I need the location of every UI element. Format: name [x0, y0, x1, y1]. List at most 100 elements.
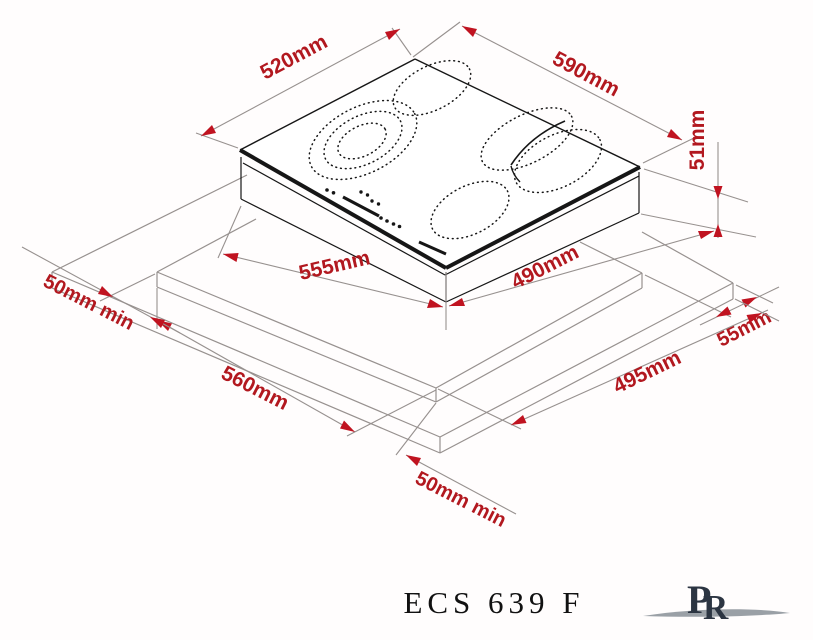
control-dot — [397, 224, 402, 229]
triple-ring-cooking-zone — [308, 99, 418, 181]
cooking-zones — [308, 59, 603, 240]
worktop-rear-left-edge — [51, 174, 248, 273]
control-dot — [385, 219, 389, 223]
cutout-front-right-edge — [435, 272, 643, 389]
dimension-label-top-width: 520mm — [257, 30, 332, 84]
control-dot — [325, 188, 329, 192]
cutout-front-left-edge — [156, 271, 437, 389]
dimension-55: 55mm — [644, 274, 780, 352]
dimension-label-front-clearance: 50mm min — [412, 467, 510, 532]
dimension-label-body-width: 555mm — [297, 246, 373, 285]
oval-zone-rear-circle — [480, 107, 574, 171]
casing-bottom-left-edge — [240, 198, 447, 303]
dual-oval-cooking-zone — [480, 107, 603, 194]
arrowhead — [741, 297, 757, 308]
model-name: ECS 639 F — [403, 585, 584, 620]
worktop-front-left-edge — [51, 271, 441, 438]
extension-line — [642, 136, 697, 164]
arrowhead — [427, 299, 443, 308]
dimension-50-left: 50mm min — [21, 246, 181, 335]
logo-swoosh — [643, 609, 790, 617]
logo-letter-r: R — [703, 588, 729, 627]
extension-line — [734, 298, 780, 322]
triple-zone-inner-ring — [337, 122, 387, 160]
arrowhead — [201, 125, 216, 136]
arrowhead — [98, 286, 113, 297]
casing-seam-left — [242, 162, 446, 276]
arrowhead — [406, 455, 421, 466]
arrowhead — [462, 26, 477, 37]
arrowhead — [340, 420, 355, 432]
arrowhead — [698, 231, 714, 239]
control-slider-bar — [342, 195, 380, 218]
arrowhead — [150, 317, 165, 328]
cutout-bottom-left-edge — [156, 286, 437, 403]
arrowhead — [667, 129, 682, 140]
casing-seam-right — [444, 175, 640, 276]
control-dot — [359, 190, 363, 194]
arrowhead — [385, 29, 400, 40]
triple-zone-outer-ring — [308, 99, 418, 181]
arrowhead — [713, 224, 723, 237]
arrowhead — [716, 306, 732, 317]
control-dot — [331, 191, 336, 195]
arrowhead — [511, 415, 527, 425]
extension-line — [395, 402, 437, 456]
glass-front-left-edge — [239, 148, 447, 270]
casing — [240, 157, 640, 303]
dimension-line — [461, 25, 683, 141]
dimension-label-top-depth: 590mm — [549, 47, 624, 101]
extension-line — [412, 21, 461, 58]
rear-cooking-zone — [392, 59, 472, 117]
glass-rear-left-edge — [239, 58, 416, 151]
front-brand-mark — [418, 240, 447, 256]
worktop — [51, 174, 734, 454]
worktop-bottom-right-edge — [439, 298, 734, 454]
worktop-front-right-edge — [439, 282, 734, 438]
control-dot — [376, 202, 381, 206]
extension-line — [437, 388, 522, 430]
extension-line — [643, 168, 749, 203]
arrowhead — [713, 186, 723, 199]
dimension-line — [200, 28, 401, 137]
worktop-rear-right-edge — [641, 231, 734, 284]
dimension-51: 51mm — [640, 110, 757, 238]
oval-zone-front-circle — [513, 128, 603, 194]
oval-zone-divider-arc — [510, 120, 566, 166]
cutout-rear-right-edge — [579, 241, 643, 274]
control-dot — [391, 222, 396, 226]
dimension-line — [448, 230, 715, 307]
control-dot — [365, 193, 370, 197]
extension-line — [99, 273, 156, 302]
glass-surface — [240, 59, 640, 268]
logo-letter-p: P — [687, 577, 711, 622]
casing-bottom-right-edge — [445, 212, 640, 303]
dimension-line — [222, 253, 444, 308]
dimension-label-cutout-depth: 495mm — [610, 346, 685, 398]
dimension-line — [510, 309, 769, 426]
control-dot — [370, 199, 374, 203]
dimension-line — [156, 319, 356, 433]
arrowhead — [449, 298, 465, 306]
brand-logo: P R — [643, 577, 790, 627]
dimension-line — [405, 454, 517, 515]
extension-line — [640, 213, 757, 238]
dimension-line — [699, 286, 780, 326]
cutout-bottom-right-edge — [435, 287, 643, 403]
dimension-label-install-height: 51mm — [686, 110, 709, 171]
dimension-label-body-depth: 490mm — [508, 241, 583, 294]
extension-line — [346, 389, 437, 437]
worktop-cutout — [156, 218, 643, 403]
glass-front-right-edge — [445, 165, 641, 270]
touch-control-panel — [325, 188, 402, 229]
extension-line — [644, 274, 732, 318]
dimension-560: 560mm — [156, 288, 437, 437]
extension-line — [217, 205, 242, 259]
arrowhead — [223, 253, 239, 262]
arrowhead — [746, 313, 762, 323]
control-dot — [379, 216, 383, 220]
extension-line — [735, 284, 774, 304]
front-cooking-zone — [430, 180, 510, 240]
cutout-rear-left-edge — [156, 218, 257, 273]
